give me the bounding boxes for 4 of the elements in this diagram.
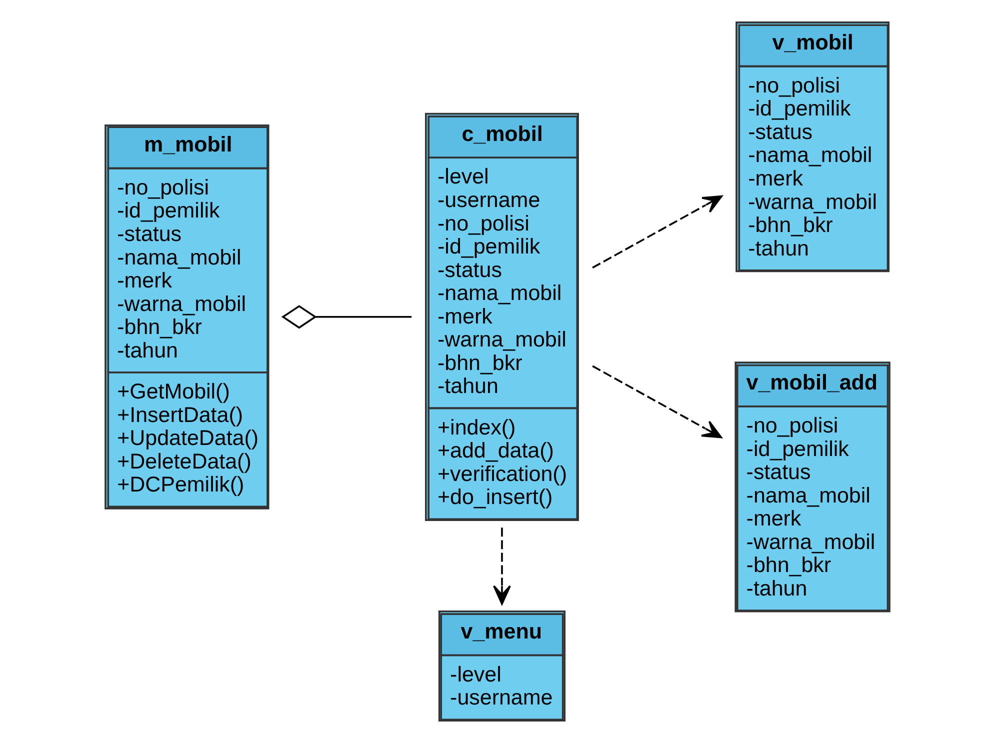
connector xyxy=(280,305,412,329)
arrow xyxy=(592,365,722,438)
arrow xyxy=(592,195,722,268)
arrow xyxy=(492,528,510,605)
